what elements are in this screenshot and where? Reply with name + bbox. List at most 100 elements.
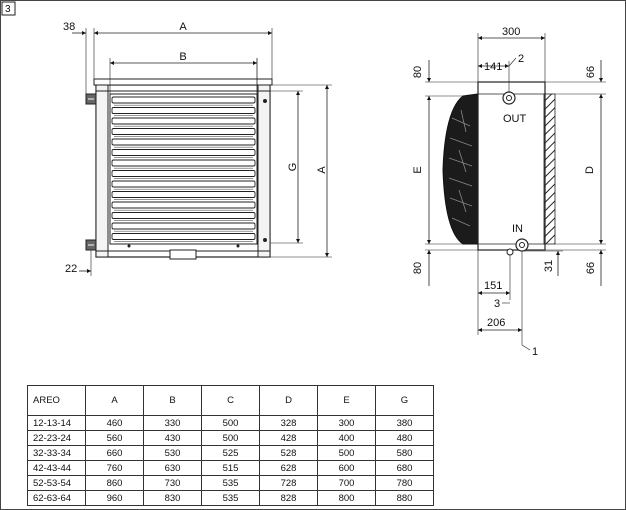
louvre-slat bbox=[111, 233, 256, 240]
louvre-slat bbox=[111, 96, 256, 104]
header-b: B bbox=[143, 385, 202, 416]
dim-38: 38 bbox=[63, 21, 75, 33]
cell-c: 535 bbox=[201, 490, 260, 506]
dim-label-g: G bbox=[287, 163, 299, 172]
dim-151: 151 bbox=[484, 280, 502, 292]
louvre-slat bbox=[111, 138, 256, 146]
cell-a: 660 bbox=[85, 445, 144, 461]
cell-e: 800 bbox=[317, 490, 376, 506]
cell-e: 300 bbox=[317, 415, 376, 431]
cell-g: 680 bbox=[375, 460, 434, 476]
cell-d: 628 bbox=[259, 460, 318, 476]
cell-g: 380 bbox=[375, 415, 434, 431]
louvre-slats bbox=[111, 96, 256, 242]
front-side-right bbox=[257, 84, 271, 258]
cell-b: 630 bbox=[143, 460, 202, 476]
cell-g: 480 bbox=[375, 430, 434, 446]
louvre-slat bbox=[111, 107, 256, 114]
louvre-slat bbox=[111, 128, 256, 135]
header-c: C bbox=[201, 385, 260, 416]
louvre-slat bbox=[111, 117, 256, 125]
cell-c: 500 bbox=[201, 415, 260, 431]
dim-141: 141 bbox=[484, 61, 502, 73]
callout-2: 2 bbox=[518, 53, 524, 65]
dim-label-a-side: A bbox=[316, 166, 328, 174]
drain-connector bbox=[506, 248, 514, 256]
dim-66-top: 66 bbox=[585, 66, 597, 78]
louvre-slat bbox=[111, 212, 256, 219]
cell-b: 430 bbox=[143, 430, 202, 446]
cell-c: 500 bbox=[201, 430, 260, 446]
dim-66-bottom: 66 bbox=[585, 262, 597, 274]
cell-e: 600 bbox=[317, 460, 376, 476]
cell-d: 528 bbox=[259, 445, 318, 461]
cell-a: 760 bbox=[85, 460, 144, 476]
dim-22: 22 bbox=[65, 263, 77, 275]
cell-g: 580 bbox=[375, 445, 434, 461]
front-view: A 38 B G A 22 bbox=[63, 21, 332, 276]
callout-3: 3 bbox=[494, 298, 500, 310]
dim-label-a-top: A bbox=[179, 21, 187, 33]
louvre-slat bbox=[111, 191, 256, 198]
header-areo: AREO bbox=[27, 385, 86, 416]
cell-a: 860 bbox=[85, 475, 144, 491]
fan-housing bbox=[442, 93, 479, 245]
cell-c: 515 bbox=[201, 460, 260, 476]
front-bottom-tab bbox=[169, 249, 197, 260]
louvre-slat bbox=[111, 159, 256, 167]
cell-model: 62-63-64 bbox=[27, 490, 86, 506]
fan-blades bbox=[448, 109, 473, 227]
label-out: OUT bbox=[503, 113, 527, 125]
cell-model: 22-23-24 bbox=[27, 430, 86, 446]
callout-1: 1 bbox=[532, 346, 538, 358]
cell-b: 330 bbox=[143, 415, 202, 431]
cell-model: 52-53-54 bbox=[27, 475, 86, 491]
front-top-ledge bbox=[93, 78, 273, 86]
dim-300: 300 bbox=[502, 26, 520, 38]
dim-label-d: D bbox=[584, 166, 596, 174]
louvre-slat bbox=[111, 180, 256, 188]
header-e: E bbox=[317, 385, 376, 416]
side-view: OUT IN 300 141 2 80 66 E D bbox=[412, 26, 606, 358]
louvre-slat bbox=[111, 170, 256, 177]
table-header-row: AREO A B C D E G bbox=[27, 385, 434, 416]
louvre-slat bbox=[111, 222, 256, 230]
louvre-slat bbox=[111, 149, 256, 156]
louvre-panel bbox=[109, 93, 258, 245]
cell-g: 780 bbox=[375, 475, 434, 491]
cell-d: 728 bbox=[259, 475, 318, 491]
cell-d: 828 bbox=[259, 490, 318, 506]
label-in: IN bbox=[512, 223, 523, 235]
header-a: A bbox=[85, 385, 144, 416]
cell-model: 32-33-34 bbox=[27, 445, 86, 461]
dim-206: 206 bbox=[487, 317, 505, 329]
figure-number: 3 bbox=[5, 4, 11, 15]
cell-e: 700 bbox=[317, 475, 376, 491]
cell-c: 535 bbox=[201, 475, 260, 491]
header-d: D bbox=[259, 385, 318, 416]
cell-e: 400 bbox=[317, 430, 376, 446]
dim-label-e: E bbox=[412, 166, 424, 173]
cell-model: 42-43-44 bbox=[27, 460, 86, 476]
louvre-slat bbox=[111, 201, 256, 209]
cell-model: 12-13-14 bbox=[27, 415, 86, 431]
cell-c: 525 bbox=[201, 445, 260, 461]
dim-label-b: B bbox=[179, 51, 186, 63]
cell-b: 730 bbox=[143, 475, 202, 491]
cell-g: 880 bbox=[375, 490, 434, 506]
dim-80-bottom: 80 bbox=[412, 262, 424, 274]
front-side-left bbox=[95, 84, 109, 258]
dim-80-top: 80 bbox=[412, 66, 424, 78]
figure-number-box bbox=[1, 1, 16, 16]
cell-d: 328 bbox=[259, 415, 318, 431]
cell-b: 530 bbox=[143, 445, 202, 461]
cell-e: 500 bbox=[317, 445, 376, 461]
